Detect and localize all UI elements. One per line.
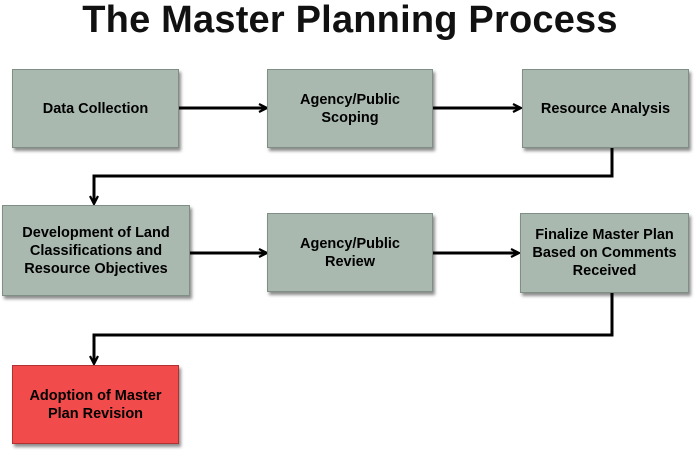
step-agency-public-scoping: Agency/Public Scoping xyxy=(267,69,433,148)
step-finalize-master-plan: Finalize Master Plan Based on Comments R… xyxy=(520,213,689,293)
arrow-analysis-to-land-classifications xyxy=(94,148,614,203)
step-adoption-master-plan-revision: Adoption of Master Plan Revision xyxy=(12,365,179,444)
arrow-finalize-to-adoption xyxy=(94,293,614,363)
step-data-collection: Data Collection xyxy=(12,69,179,148)
step-agency-public-review: Agency/Public Review xyxy=(267,213,433,292)
step-resource-analysis: Resource Analysis xyxy=(522,69,689,148)
step-land-classifications: Development of Land Classifications and … xyxy=(2,205,190,296)
diagram-title: The Master Planning Process xyxy=(82,0,618,41)
